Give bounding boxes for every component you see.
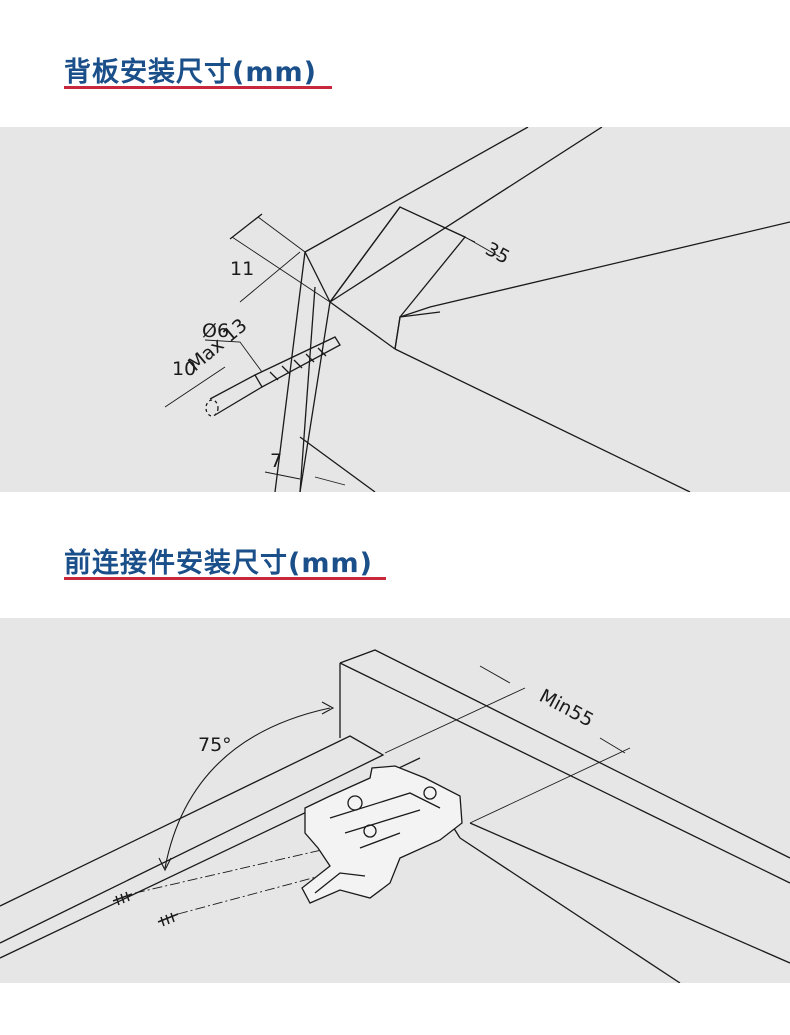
board-edge [299, 436, 376, 492]
label-35: 35 [482, 238, 514, 269]
dim-line [229, 213, 263, 240]
angle-arrowhead [158, 857, 172, 872]
board-edge [329, 127, 603, 303]
board-edge [394, 348, 691, 492]
label-11: 11 [230, 258, 254, 280]
dim-line [231, 236, 331, 303]
screw [112, 891, 133, 906]
dim-line [599, 737, 626, 754]
board-edge [469, 822, 790, 964]
board-edge [0, 735, 385, 944]
dim-line [384, 687, 526, 754]
dim-line [239, 251, 301, 303]
dim-line [204, 339, 263, 373]
board-edge [304, 127, 529, 253]
dim-line [479, 665, 511, 684]
drill-shank-end [205, 399, 219, 417]
board-edge [339, 662, 790, 884]
groove-edge [329, 206, 401, 303]
angle-arc [164, 707, 331, 869]
back-panel-drawing: Max 13 35 11 Ø6 10 7 [164, 127, 790, 492]
front-connector-title: 前连接件安装尺寸(mm) [64, 548, 373, 579]
connector-detail [314, 792, 441, 894]
label-min55: Min55 [536, 685, 597, 732]
drill-bit [254, 336, 341, 388]
board-edge [329, 301, 396, 350]
side-panel-edge [299, 286, 316, 492]
connector-screw-hole [347, 795, 363, 811]
groove-edge [394, 221, 790, 350]
label-dia6: Ø6 [202, 320, 229, 342]
dim-line [164, 366, 226, 408]
groove-edge [399, 311, 441, 318]
dim-line [314, 476, 346, 486]
title-underline [64, 86, 332, 89]
front-connector [301, 765, 463, 904]
back-panel-title: 背板安装尺寸(mm) [64, 57, 317, 88]
title-underline [64, 577, 386, 580]
screw [157, 912, 179, 927]
guide-line [134, 847, 331, 894]
dim-line [464, 236, 501, 258]
label-7: 7 [270, 450, 282, 472]
angle-arrowhead [321, 701, 335, 715]
dim-line [264, 471, 301, 480]
connector-screw-hole [363, 824, 377, 838]
dim-line [399, 206, 476, 243]
label-10: 10 [172, 358, 196, 380]
back-panel-diagram: Max 13 35 11 Ø6 10 7 [0, 127, 790, 492]
front-connector-drawing: Min55 75° [0, 649, 790, 983]
dim-line [257, 216, 306, 253]
board-edge [459, 837, 681, 983]
label-angle: 75° [198, 734, 232, 756]
side-panel-edge [299, 301, 331, 492]
drill-bit-spiral [269, 347, 327, 381]
board-edge [304, 251, 331, 303]
drill-shank [209, 374, 263, 416]
dim-line [469, 747, 631, 824]
connector-screw-hole [423, 786, 437, 800]
front-connector-diagram: Min55 75° [0, 618, 790, 983]
board-edge [339, 649, 790, 859]
